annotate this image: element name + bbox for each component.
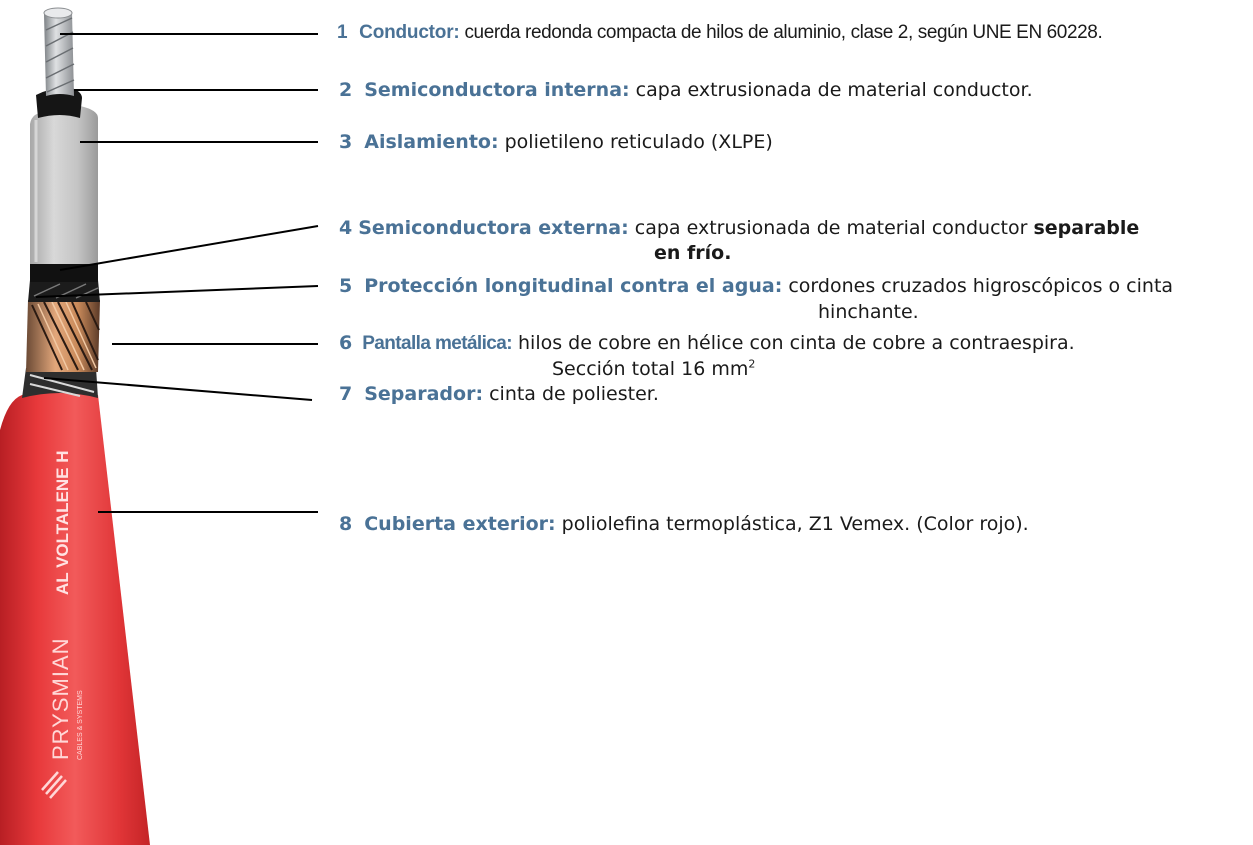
layer-term: Protección longitudinal contra el agua: [364,275,783,297]
layer-number: 1 [337,22,348,43]
layer-number: 8 [339,513,353,535]
layer-description: cuerda redonda compacta de hilos de alum… [464,22,1103,43]
layer-description: capa extrusionada de material conductor [634,217,1028,239]
cable-print-brand-sub: CABLES & SYSTEMS [77,690,84,760]
layer-5-label-continued: hinchante. [818,301,919,323]
cross-section-text: Sección total 16 mm [552,358,749,380]
layer-term: Aislamiento: [364,131,499,153]
leader-line-5 [35,285,319,298]
layer-4-label-continued: en frío. [654,242,732,264]
layer-number: 5 [339,275,353,297]
layer-term: Semiconductora interna: [364,79,630,101]
aluminium-conductor [44,9,74,96]
insulation [30,105,98,264]
layer-6-label-continued: Sección total 16 mm2 [552,357,755,381]
layer-description: cordones cruzados higroscópicos o cinta [788,275,1174,297]
layer-term: Separador: [364,383,484,405]
layer-8-label: 8 Cubierta exterior: poliolefina termoplá… [339,512,1029,536]
layer-description: polietileno reticulado (XLPE) [504,131,773,153]
layer-3-label: 3 Aislamiento: polietileno reticulado (XL… [339,130,773,154]
leader-line-7 [43,377,313,401]
unit-exponent: 2 [748,357,756,371]
cable-print-brand: PRYSMIAN [48,637,73,760]
layer-number: 6 [339,332,353,354]
layer-description: capa extrusionada de material conductor. [635,79,1033,101]
cable-print-product: AL VOLTALENE H [53,451,72,596]
layer-number: 3 [339,131,353,153]
layer-7-label: 7 Separador: cinta de poliester. [339,382,659,406]
layer-1-label: 1 Conductor: cuerda redonda compacta de h… [337,21,1103,45]
water-blocking [28,280,100,302]
layer-number: 7 [339,383,353,405]
layer-term: Semiconductora externa: [358,217,629,239]
layer-term: Conductor: [359,22,460,43]
brand-logo-mark [41,771,67,799]
layer-description: poliolefina termoplástica, Z1 Vemex. (Co… [561,513,1029,535]
layer-description-bold: separable [1033,217,1140,239]
layer-number: 4 [339,217,353,239]
leader-line-4 [59,225,319,271]
outer-sheath [0,390,150,845]
layer-6-label: 6 Pantalla metálica: hilos de cobre en hé… [339,331,1075,356]
layer-description: hilos de cobre en hélice con cinta de co… [518,332,1075,354]
layer-number: 2 [339,79,353,101]
layer-term: Pantalla metálica: [362,333,512,354]
layer-2-label: 2 Semiconductora interna: capa extrusiona… [339,78,1033,102]
layer-description: cinta de poliester. [489,383,659,405]
layer-5-label: 5 Protección longitudinal contra el agua:… [339,274,1173,298]
layer-term: Cubierta exterior: [364,513,556,535]
